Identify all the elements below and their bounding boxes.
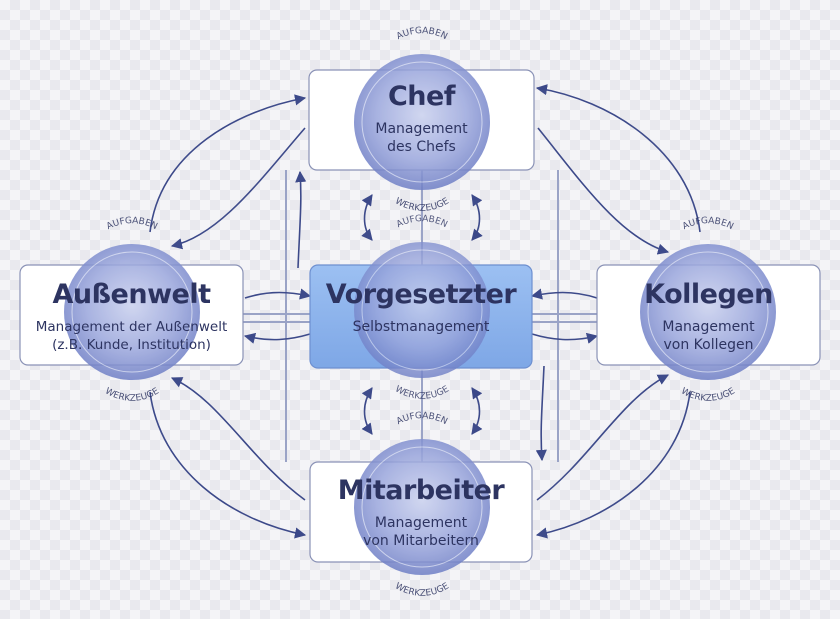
arrow-vorgesetzter-to-aussenwelt — [243, 332, 311, 344]
arrow-chef-vorgesetzter-left — [361, 194, 373, 241]
svg-text:WERKZEUGE: WERKZEUGE — [393, 581, 451, 599]
arrow-chef-to-kollegen — [537, 127, 670, 255]
kollegen-wheel-top-label: AUFGABEN — [681, 216, 735, 232]
arrow-vorgesetzter-mitarbeiter-right — [471, 387, 483, 435]
arrows — [149, 84, 701, 539]
mitarbeiter-wheel-bottom-label: WERKZEUGE — [393, 581, 451, 599]
svg-text:AUFGABEN: AUFGABEN — [395, 26, 449, 42]
arrow-mitarbeiter-to-kollegen — [536, 374, 669, 501]
svg-text:AUFGABEN: AUFGABEN — [681, 216, 735, 232]
arrow-vorgesetzter-to-kollegen — [531, 332, 599, 344]
arrow-kollegen-to-vorgesetzter — [530, 288, 598, 300]
arrow-aussenwelt-to-vorgesetzter — [244, 288, 312, 300]
arrow-chef-to-aussenwelt — [170, 127, 306, 250]
svg-text:WERKZEUGE: WERKZEUGE — [103, 386, 161, 404]
wheel-kollegen: AUFGABEN WERKZEUGE — [640, 216, 776, 404]
arrow-vorgesetzter-mitarbeiter-left — [361, 387, 373, 435]
aussenwelt-wheel-bottom-label: WERKZEUGE — [103, 386, 161, 404]
arrow-aussenwelt-to-mitarbeiter — [149, 391, 307, 539]
arrow-vorgesetzter-to-chef-left — [295, 170, 307, 269]
arrow-chef-vorgesetzter-right — [471, 194, 483, 241]
wheel-mitarbeiter: AUFGABEN WERKZEUGE — [354, 411, 490, 599]
arrow-aussenwelt-to-chef — [149, 94, 307, 233]
wheel-chef: AUFGABEN WERKZEUGE — [354, 26, 490, 214]
wheel-vorgesetzter: AUFGABEN WERKZEUGE — [354, 214, 490, 402]
arrow-kollegen-to-mitarbeiter — [535, 391, 691, 539]
arrow-kollegen-to-chef — [535, 84, 701, 233]
arrow-mitarbeiter-to-aussenwelt — [170, 377, 306, 501]
arrow-vorgesetzter-to-mitarbeiter-right — [535, 365, 547, 462]
connector-lines — [243, 170, 597, 462]
chef-wheel-top-label: AUFGABEN — [395, 26, 449, 42]
